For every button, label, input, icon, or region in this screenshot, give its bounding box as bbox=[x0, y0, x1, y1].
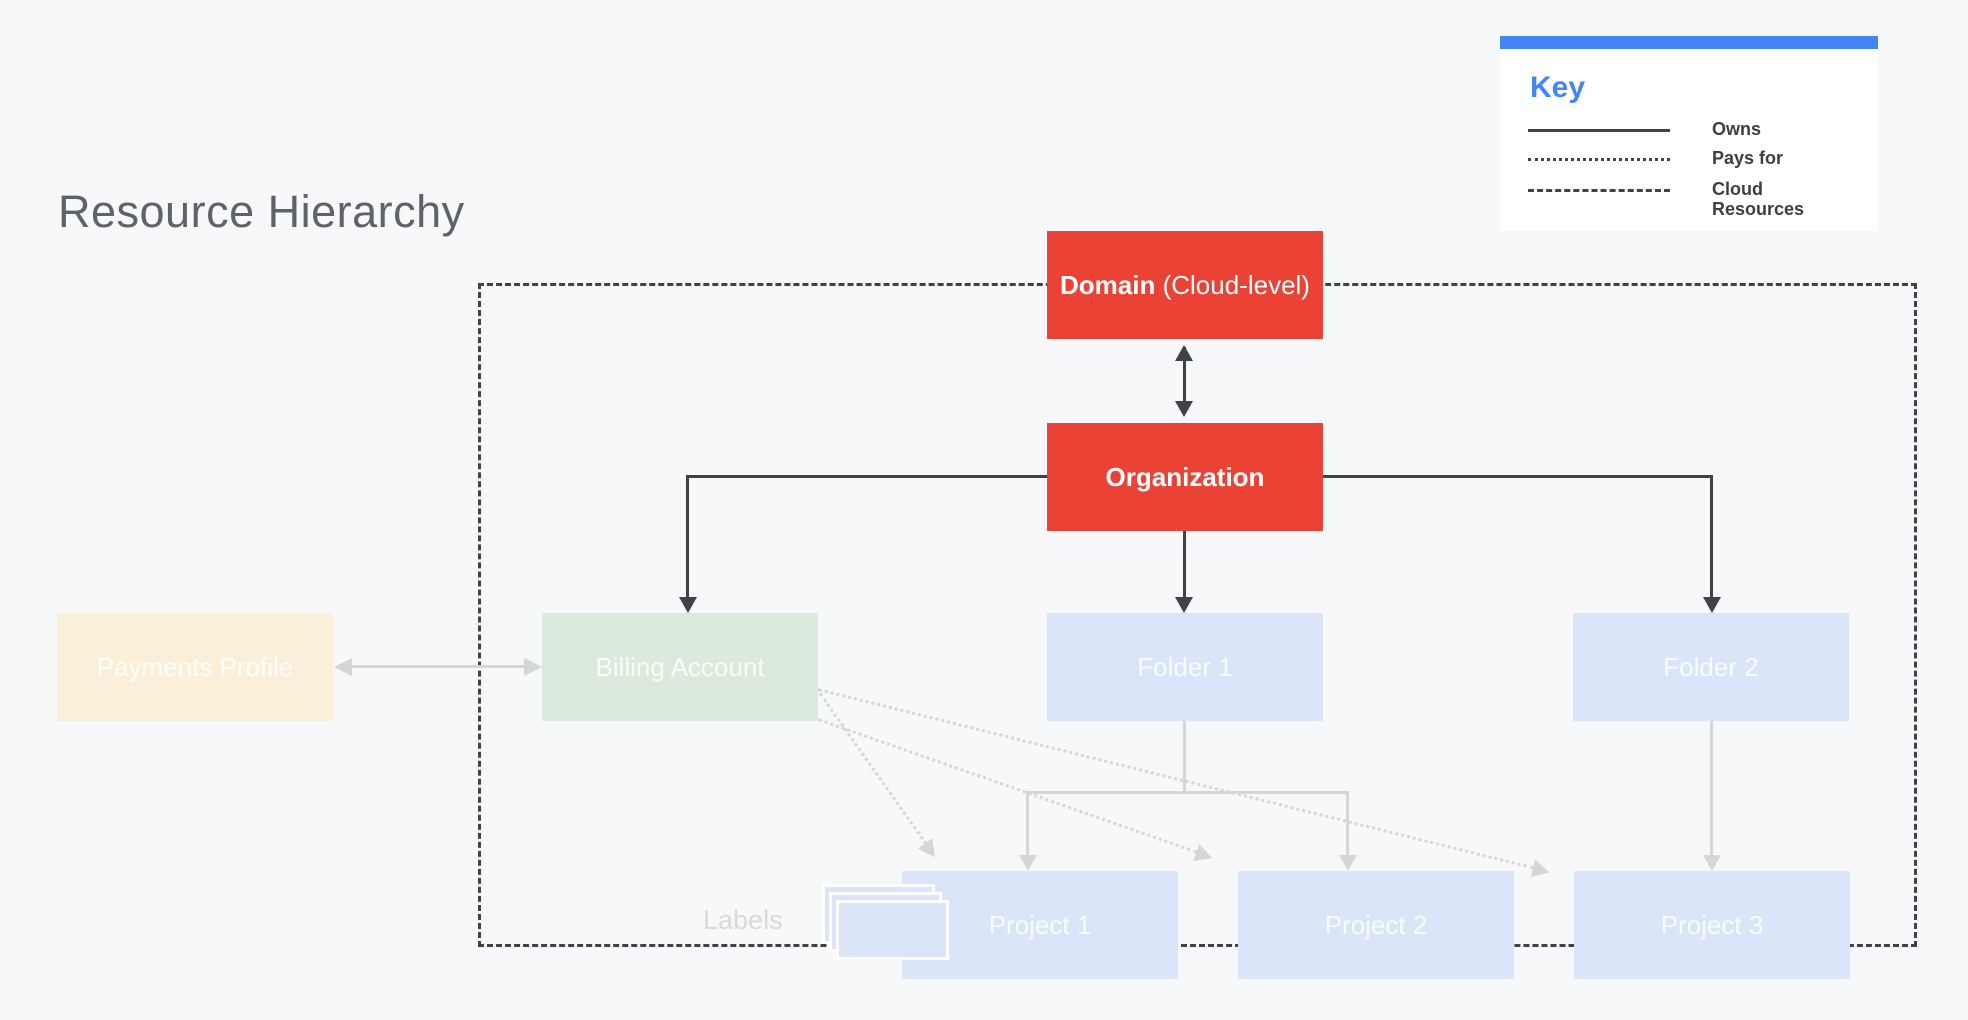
node-organization: Organization bbox=[1047, 423, 1323, 531]
legend-label-cloud-resources: Cloud Resources bbox=[1712, 179, 1805, 219]
arrow-into-project1-icon bbox=[1019, 855, 1037, 871]
stacked-cards-icon-front bbox=[836, 900, 949, 960]
payments-billing-connector bbox=[352, 665, 532, 668]
node-domain: Domain (Cloud-level) bbox=[1047, 231, 1323, 339]
node-folder-2: Folder 2 bbox=[1573, 613, 1849, 721]
node-project-3: Project 3 bbox=[1574, 871, 1850, 979]
arrow-up-to-domain-icon bbox=[1175, 345, 1193, 361]
node-payments-profile: Payments Profile bbox=[57, 613, 333, 721]
dashed-line-sample-icon bbox=[1528, 189, 1670, 192]
legend-row-pays-for: Pays for bbox=[1528, 148, 1878, 168]
organization-folder2-connector-vertical bbox=[1710, 475, 1713, 598]
arrow-into-project3-icon bbox=[1703, 855, 1721, 871]
folder2-project3-drop bbox=[1710, 721, 1713, 855]
domain-label-bold: Domain bbox=[1060, 269, 1156, 300]
arrow-into-folder2-icon bbox=[1703, 597, 1721, 613]
dotted-line-sample-icon bbox=[1528, 158, 1670, 161]
legend-label-pays-for: Pays for bbox=[1712, 148, 1784, 168]
arrow-into-project2-icon bbox=[1339, 855, 1357, 871]
arrow-into-folder1-icon bbox=[1175, 597, 1193, 613]
node-project-1: Project 1 bbox=[902, 871, 1178, 979]
arrow-into-payments-profile-icon bbox=[334, 658, 352, 676]
solid-line-sample-icon bbox=[1528, 129, 1670, 132]
labels-caption: Labels bbox=[703, 905, 783, 935]
organization-billing-connector-vertical bbox=[686, 475, 689, 598]
legend-label-owns: Owns bbox=[1712, 119, 1762, 139]
arrow-into-billing-from-payments-icon bbox=[524, 658, 542, 676]
domain-organization-connector bbox=[1183, 347, 1186, 413]
organization-folder1-connector bbox=[1183, 531, 1186, 598]
folder1-project1-drop bbox=[1026, 791, 1029, 855]
legend-accent-bar bbox=[1500, 36, 1878, 49]
organization-folder2-connector-horizontal bbox=[1323, 475, 1713, 478]
node-billing-account: Billing Account bbox=[542, 613, 818, 721]
legend-row-owns: Owns bbox=[1528, 119, 1878, 139]
arrow-down-to-organization-icon bbox=[1175, 401, 1193, 417]
domain-label-rest: (Cloud-level) bbox=[1155, 269, 1310, 300]
organization-billing-connector-horizontal bbox=[686, 475, 1047, 478]
legend: Key Owns Pays for Cloud Resources bbox=[1500, 36, 1878, 231]
arrow-into-billing-account-icon bbox=[679, 597, 697, 613]
node-project-2: Project 2 bbox=[1238, 871, 1514, 979]
folder1-tree-crossbar bbox=[1026, 791, 1348, 794]
legend-title: Key bbox=[1530, 71, 1586, 104]
legend-row-cloud-resources: Cloud Resources bbox=[1528, 179, 1878, 219]
diagram-title: Resource Hierarchy bbox=[58, 186, 465, 237]
folder1-tree-stem bbox=[1183, 721, 1186, 793]
node-folder-1: Folder 1 bbox=[1047, 613, 1323, 721]
